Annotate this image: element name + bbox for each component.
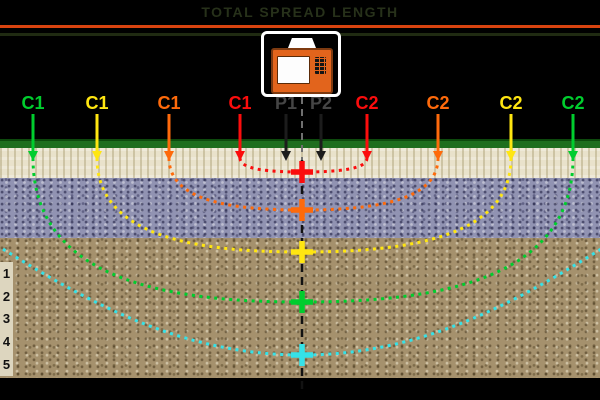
- current-line-4-left: [31, 157, 303, 304]
- electrode-arrowhead-c1: [92, 151, 102, 161]
- electrode-label-c2: C2: [426, 93, 450, 113]
- current-line-1-left: [238, 157, 303, 174]
- electrode-label-c2: C2: [355, 93, 379, 113]
- electrode-arrowhead-c2: [433, 151, 443, 161]
- electrode-arrowhead-c2: [568, 151, 578, 161]
- bottom-band: [0, 378, 600, 400]
- current-line-2-left: [167, 157, 303, 212]
- spread-length-line: [0, 25, 600, 28]
- depth-level-2: 2: [2, 288, 11, 304]
- meter-keypad: [315, 57, 326, 74]
- electrode-label-c1: C1: [21, 93, 45, 113]
- electrode-arrowhead-p2: [316, 151, 326, 161]
- electrode-arrowhead-p1: [281, 151, 291, 161]
- diagram-title: TOTAL SPREAD LENGTH: [201, 4, 399, 20]
- grass-surface: [0, 139, 600, 148]
- electrode-label-p2: P2: [309, 93, 333, 113]
- current-line-5-right: [301, 247, 600, 357]
- current-line-2-right: [301, 157, 440, 212]
- electrode-arrowhead-c1: [235, 151, 245, 161]
- meter-body: [271, 48, 333, 94]
- electrode-label-p1: P1: [274, 93, 298, 113]
- electrode-label-c2: C2: [561, 93, 585, 113]
- depth-scale: 1 2 3 4 5: [0, 262, 13, 376]
- depth-level-4: 4: [2, 334, 11, 350]
- electrode-arrowhead-c1: [164, 151, 174, 161]
- meter-screen: [277, 56, 310, 84]
- meter-handle-icon: [288, 38, 316, 48]
- current-line-5-left: [0, 245, 303, 357]
- depth-level-1: 1: [2, 265, 11, 281]
- electrode-label-c1: C1: [157, 93, 181, 113]
- electrode-arrowhead-c2: [506, 151, 516, 161]
- electrode-label-c2: C2: [499, 93, 523, 113]
- electrode-label-c1: C1: [85, 93, 109, 113]
- electrode-arrowhead-c1: [28, 151, 38, 161]
- current-line-4-right: [301, 157, 575, 304]
- current-line-3-left: [95, 157, 303, 254]
- resistivity-meter-icon: [261, 31, 341, 97]
- electrode-label-c1: C1: [228, 93, 252, 113]
- electrode-arrowhead-c2: [362, 151, 372, 161]
- depth-level-5: 5: [2, 357, 11, 373]
- depth-level-3: 3: [2, 311, 11, 327]
